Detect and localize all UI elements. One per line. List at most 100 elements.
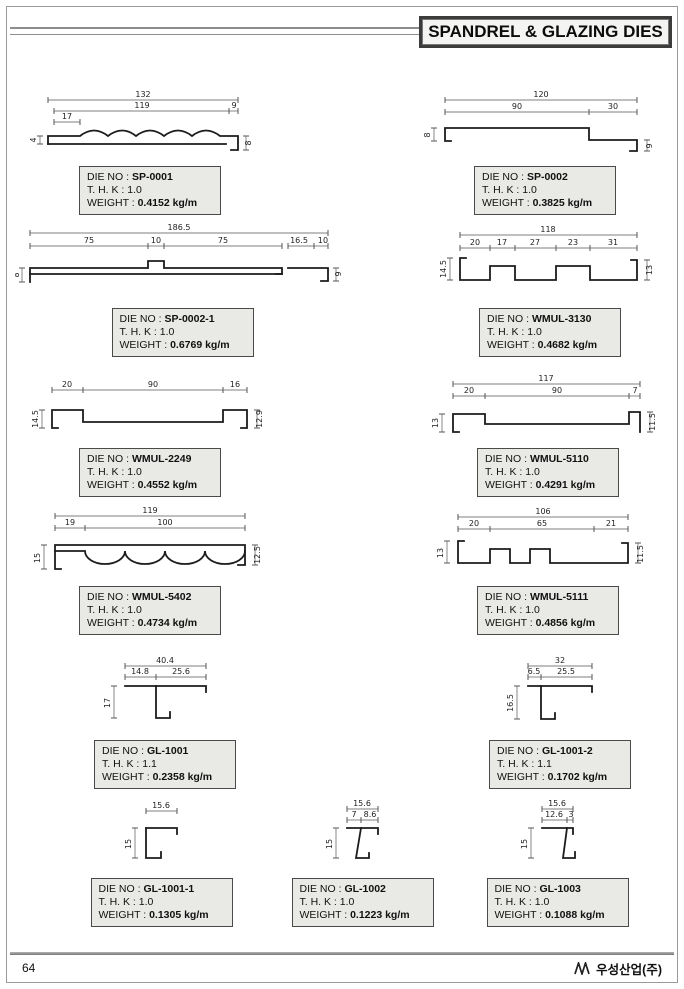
dim-label: 23	[568, 238, 578, 247]
dim-label: 75	[84, 236, 94, 245]
die-no-row: DIE NO : SP-0002-1	[119, 313, 215, 325]
profile-drawing-sp-0002-1: 186.5 75 10 75 16.5 10 8 9	[15, 223, 343, 283]
profile-drawing-wmul-5110: 117 20 90 7 13 11.5	[431, 374, 657, 433]
dim-label: 25.5	[557, 667, 575, 676]
dim-label: 119	[134, 101, 149, 110]
profile-outline	[452, 411, 641, 433]
dim-label: 100	[157, 518, 172, 527]
die-info-box: DIE NO : SP-0001 T. H. K : 1.0 WEIGHT : …	[79, 166, 221, 215]
dim-label: 17	[62, 112, 72, 121]
profile-outline	[47, 129, 239, 151]
dim-label: 186.5	[168, 223, 191, 232]
dim-label: 15	[325, 839, 334, 849]
die-info-box: DIE NO : WMUL-5111 T. H. K : 1.0 WEIGHT …	[477, 586, 619, 635]
dim-label: 15	[33, 553, 42, 563]
profile-outline	[541, 827, 574, 835]
profile-outline	[444, 127, 638, 152]
die-info-box: DIE NO : WMUL-2249 T. H. K : 1.0 WEIGHT …	[79, 448, 221, 497]
profile-drawing-gl-1001-1: 15.6 15	[124, 801, 178, 859]
page-number: 64	[22, 961, 36, 975]
dim-label: 75	[218, 236, 228, 245]
dim-label: 8	[244, 140, 253, 145]
profile-outline	[287, 267, 329, 282]
die-info-box: DIE NO : WMUL-3130 T. H. K : 1.0 WEIGHT …	[479, 308, 621, 357]
die-info-box: DIE NO : SP-0002 T. H. K : 1.0 WEIGHT : …	[474, 166, 616, 215]
profile-cell-gl-1001-1: 15.6 15 DIE NO : GL-1001-1 T. H. K : 1.0…	[89, 800, 234, 927]
profile-drawing-wmul-5402: 119 19 100 15 12.5	[33, 506, 262, 570]
dim-label: 15.6	[353, 800, 371, 808]
profile-drawing-gl-1001-2: 32 6.5 25.5 16.5	[506, 656, 593, 720]
footer-rule	[10, 952, 674, 955]
weight-row: WEIGHT : 0.1702 kg/m	[497, 771, 608, 783]
dim-label: 13	[431, 418, 440, 428]
die-no-row: DIE NO : WMUL-5402	[87, 591, 192, 603]
dim-label: 40.4	[156, 656, 174, 665]
dim-label: 12.5	[253, 546, 262, 564]
dim-label: 132	[135, 90, 150, 99]
page-title: SPANDREL & GLAZING DIES	[422, 19, 669, 45]
dim-label: 8	[15, 272, 21, 277]
die-info-box: DIE NO : GL-1001-2 T. H. K : 1.1 WEIGHT …	[489, 740, 631, 789]
weight-row: WEIGHT : 0.4291 kg/m	[485, 479, 596, 491]
weight-row: WEIGHT : 0.3825 kg/m	[482, 197, 593, 209]
dim-label: 8.6	[364, 810, 377, 819]
dim-label: 17	[497, 238, 507, 247]
dim-label: 31	[608, 238, 618, 247]
profile-cell-wmul-5402: 119 19 100 15 12.5 DIE NO : WMUL-5402 T.…	[30, 505, 270, 635]
die-info-box: DIE NO : WMUL-5402 T. H. K : 1.0 WEIGHT …	[79, 586, 221, 635]
die-no-row: DIE NO : GL-1001	[102, 745, 189, 757]
thk-row: T. H. K : 1.0	[485, 466, 540, 478]
dim-label: 15	[520, 839, 529, 849]
weight-row: WEIGHT : 0.1088 kg/m	[494, 909, 605, 921]
thk-row: T. H. K : 1.0	[299, 896, 355, 908]
profile-cell-wmul-3130: 118 20 17 27 23 31 14.5 13 DIE NO : WMUL…	[440, 222, 660, 357]
profile-cell-wmul-5111: 106 20 65 21 13 11.5 DIE NO : WMUL-5111 …	[428, 505, 668, 635]
profile-outline	[561, 826, 576, 859]
dim-label: 118	[540, 225, 555, 234]
thk-row: T. H. K : 1.0	[494, 896, 550, 908]
profile-drawing-gl-1001: 40.4 14.8 25.6 17	[103, 656, 207, 719]
dim-label: 106	[535, 507, 550, 516]
dim-label: 15	[124, 839, 133, 849]
profile-cell-sp-0002: 120 90 30 8 9 DIE NO : SP-0002 T. H. K :…	[420, 88, 670, 215]
profile-outline	[54, 544, 246, 570]
profile-drawing-sp-0002: 120 90 30 8 9	[423, 90, 654, 152]
dim-label: 120	[533, 90, 548, 99]
dim-label: 9	[645, 143, 654, 148]
dim-label: 11.5	[636, 545, 645, 563]
profile-outline	[51, 409, 248, 429]
dim-label: 17	[103, 698, 112, 708]
weight-row: WEIGHT : 0.4552 kg/m	[87, 479, 198, 491]
die-no-row: DIE NO : GL-1001-1	[98, 883, 195, 895]
dim-label: 119	[142, 506, 157, 515]
dim-label: 14.8	[131, 667, 149, 676]
thk-row: T. H. K : 1.1	[102, 758, 157, 770]
profile-outline	[54, 550, 246, 565]
die-info-box: DIE NO : GL-1001 T. H. K : 1.1 WEIGHT : …	[94, 740, 236, 789]
profile-outline	[527, 685, 593, 693]
dim-label: 10	[151, 236, 161, 245]
die-info-box: DIE NO : GL-1003 T. H. K : 1.0 WEIGHT : …	[486, 878, 629, 927]
thk-row: T. H. K : 1.1	[497, 758, 552, 770]
profile-cell-sp-0002-1: 186.5 75 10 75 16.5 10 8 9 DIE NO : SP-0…	[15, 222, 350, 357]
weight-row: WEIGHT : 0.6769 kg/m	[119, 339, 230, 351]
dim-label: 20	[464, 386, 474, 395]
dim-label: 32	[555, 656, 565, 665]
dim-label: 9	[231, 101, 236, 110]
dim-label: 25.6	[172, 667, 190, 676]
die-no-row: DIE NO : SP-0001	[87, 171, 173, 183]
thk-row: T. H. K : 1.0	[87, 184, 142, 196]
dim-label: 15.6	[548, 800, 566, 808]
profile-drawing-wmul-5111: 106 20 65 21 13 11.5	[436, 507, 645, 564]
die-no-row: DIE NO : GL-1001-2	[497, 745, 593, 757]
dim-label: 90	[552, 386, 562, 395]
profile-outline	[29, 260, 283, 283]
weight-row: WEIGHT : 0.4152 kg/m	[87, 197, 198, 209]
profile-outline	[354, 826, 370, 859]
dim-label: 117	[538, 374, 553, 383]
weight-row: WEIGHT : 0.4682 kg/m	[487, 339, 598, 351]
dim-label: 65	[537, 519, 547, 528]
die-no-row: DIE NO : WMUL-2249	[87, 453, 192, 465]
dim-label: 20	[469, 519, 479, 528]
dim-label: 16.5	[506, 694, 515, 712]
